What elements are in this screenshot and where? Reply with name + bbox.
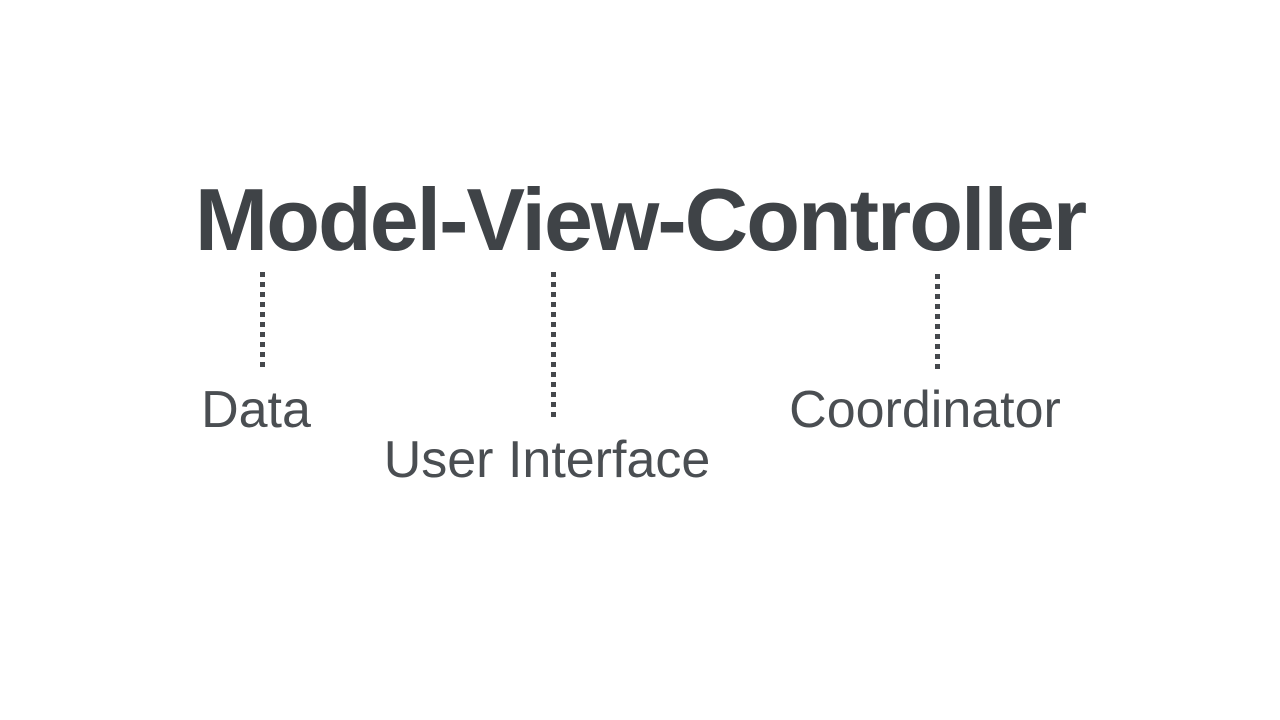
dotted-connector-model bbox=[260, 272, 265, 372]
label-view-user-interface: User Interface bbox=[383, 431, 711, 489]
dotted-connector-view bbox=[551, 272, 556, 420]
page-title: Model-View-Controller bbox=[194, 170, 1087, 269]
label-model-data: Data bbox=[201, 381, 311, 439]
dotted-connector-controller bbox=[935, 274, 940, 369]
label-controller-coordinator: Coordinator bbox=[789, 381, 1061, 439]
